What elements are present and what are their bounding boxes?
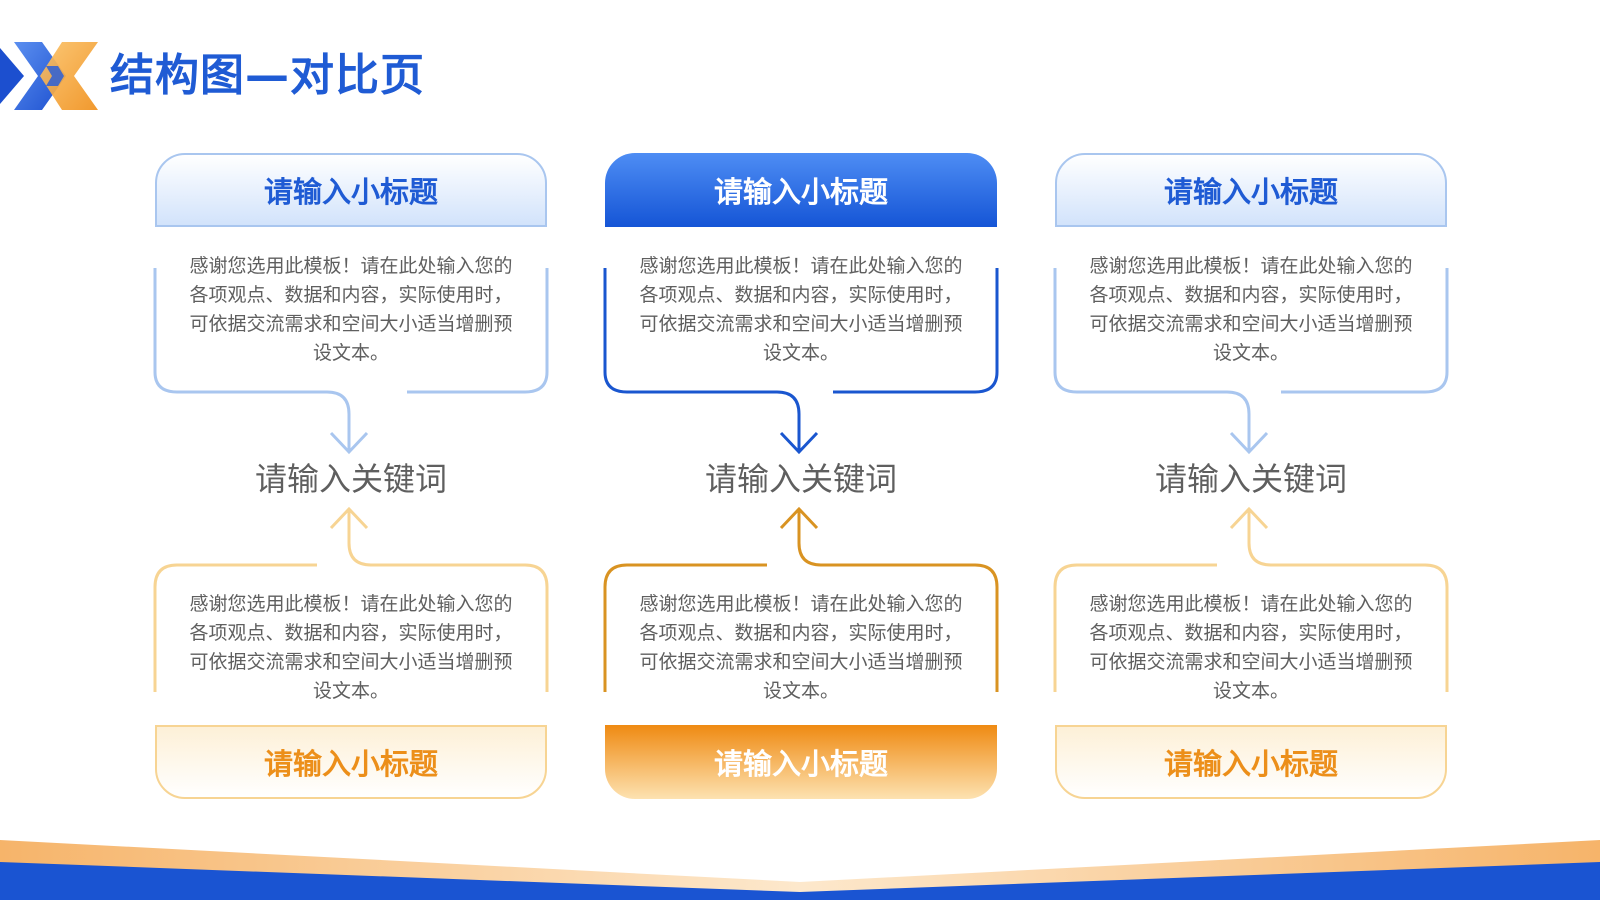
comparison-column-2: 请输入小标题 感谢您选用此模板！请在此处输入您的各项观点、数据和内容，实际使用时… <box>603 0 999 900</box>
footer-wave-band <box>0 840 1600 900</box>
column-3-top-heading: 请输入小标题 <box>1055 153 1447 227</box>
column-3-bottom-heading: 请输入小标题 <box>1055 725 1447 799</box>
column-2-connector-lines <box>603 268 999 692</box>
column-3-keyword: 请输入关键词 <box>1154 460 1347 498</box>
column-1-connector-lines <box>153 268 549 692</box>
comparison-column-1: 请输入小标题 感谢您选用此模板！请在此处输入您的各项观点、数据和内容，实际使用时… <box>153 0 549 900</box>
column-2-bottom-heading: 请输入小标题 <box>605 725 997 799</box>
column-2-top-text: 感谢您选用此模板！请在此处输入您的各项观点、数据和内容，实际使用时，可依据交流需… <box>639 255 963 364</box>
column-1-top-heading: 请输入小标题 <box>155 153 547 227</box>
comparison-column-3: 请输入小标题 感谢您选用此模板！请在此处输入您的各项观点、数据和内容，实际使用时… <box>1053 0 1449 900</box>
column-3-top-text: 感谢您选用此模板！请在此处输入您的各项观点、数据和内容，实际使用时，可依据交流需… <box>1089 255 1413 364</box>
column-1-keyword: 请输入关键词 <box>254 460 447 498</box>
column-3-connector-lines <box>1053 268 1449 692</box>
column-2-top-heading: 请输入小标题 <box>605 153 997 227</box>
column-1-bottom-heading: 请输入小标题 <box>155 725 547 799</box>
column-2-keyword: 请输入关键词 <box>704 460 897 498</box>
column-1-top-text: 感谢您选用此模板！请在此处输入您的各项观点、数据和内容，实际使用时，可依据交流需… <box>189 255 513 364</box>
page-title: 结构图—对比页 <box>110 50 425 101</box>
column-3-bottom-text: 感谢您选用此模板！请在此处输入您的各项观点、数据和内容，实际使用时，可依据交流需… <box>1089 593 1413 702</box>
column-1-bottom-text: 感谢您选用此模板！请在此处输入您的各项观点、数据和内容，实际使用时，可依据交流需… <box>189 593 513 702</box>
double-chevron-x-logo-icon <box>0 42 98 110</box>
column-2-bottom-text: 感谢您选用此模板！请在此处输入您的各项观点、数据和内容，实际使用时，可依据交流需… <box>639 593 963 702</box>
